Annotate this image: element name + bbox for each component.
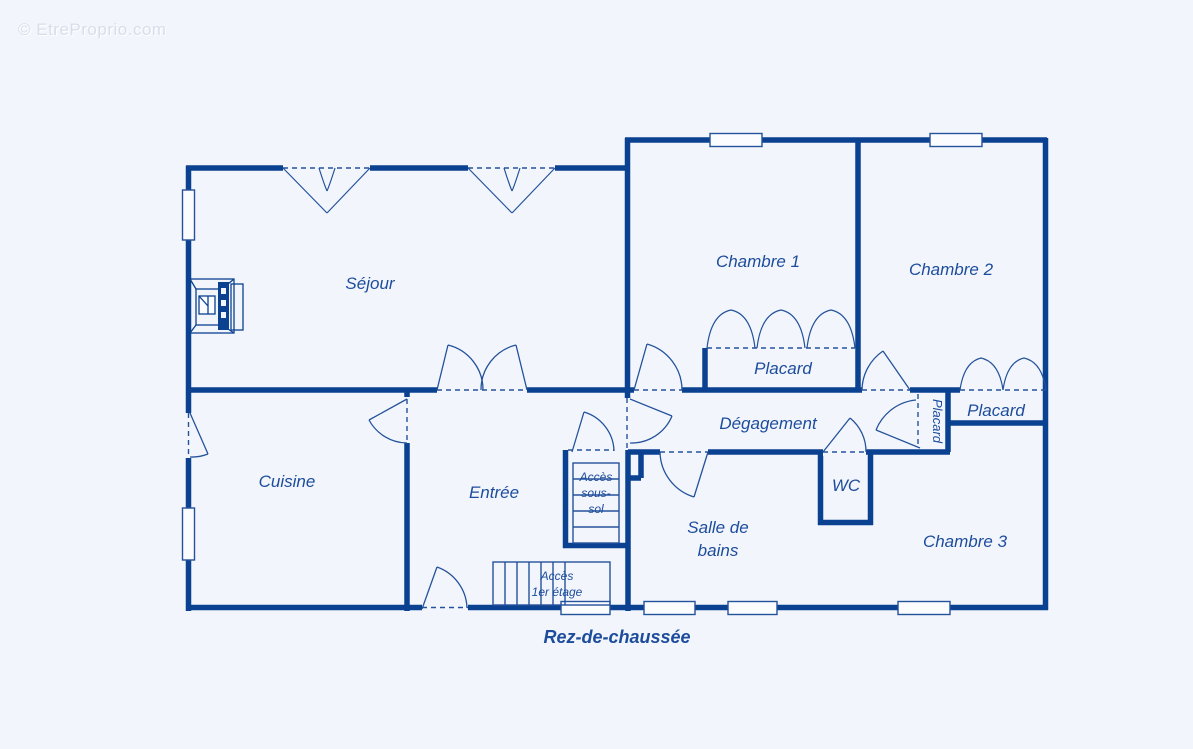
room-label-placard-chambre-2: Placard (967, 401, 1025, 420)
stairs-first-floor-label: Accès 1er étage (532, 569, 583, 599)
door-swing-cuisine (368, 398, 408, 444)
window (181, 189, 196, 241)
stairs-basement-line1: Accès (579, 470, 613, 484)
door-swing-stairs (571, 411, 615, 453)
door-swing-corridor (629, 398, 673, 444)
stairs-basement (572, 462, 620, 544)
room-label-chambre-1: Chambre 1 (716, 252, 800, 271)
door-swing-front (421, 566, 468, 610)
room-label-salle-de-bains-1: Salle de (687, 518, 748, 537)
opening (660, 448, 708, 456)
casement-window-2 (467, 167, 556, 214)
opening-dashes (187, 167, 1046, 609)
room-labels: Séjour Cuisine Entrée Chambre 1 Chambre … (259, 252, 1026, 647)
stairs-basement-box (572, 462, 620, 544)
folding-doors-placard1 (706, 309, 856, 349)
folding-doors-placard2 (959, 357, 1047, 391)
stairs-first-floor-line2: 1er étage (532, 585, 583, 599)
door-swing-sejour-right (480, 344, 528, 391)
room-label-entree: Entrée (469, 483, 519, 502)
opening (283, 164, 370, 172)
fireplace-icon (189, 278, 244, 334)
room-label-sejour: Séjour (345, 274, 395, 293)
watermark: © EtreProprio.com (18, 20, 167, 39)
stairs-first-floor-line1: Accès (540, 569, 574, 583)
door-swing-chambre2 (861, 350, 911, 391)
door-swing-chambre1 (633, 343, 683, 391)
casement-symbols (282, 167, 556, 214)
stairs-basement-label: Accès sous- sol (579, 470, 613, 516)
room-label-wc: WC (832, 476, 861, 495)
opening (862, 386, 910, 394)
window (727, 600, 778, 616)
room-label-degagement: Dégagement (719, 414, 818, 433)
fireplace-hearth-lines (198, 295, 209, 314)
window (929, 132, 983, 148)
fireplace-bevels (189, 278, 235, 334)
room-label-placard-chambre-1: Placard (754, 359, 812, 378)
stairs-first-floor-treads (504, 562, 566, 605)
fireplace-outer (189, 278, 235, 334)
opening (468, 164, 555, 172)
window (897, 600, 951, 616)
window (709, 132, 763, 148)
door-swing-left-ext (189, 412, 209, 458)
stairs-first-floor (492, 561, 611, 606)
window (560, 600, 611, 616)
fireplace-front (230, 283, 244, 331)
window (643, 600, 696, 616)
room-label-placard-degagement: Placard (930, 399, 945, 444)
stairs-basement-line2: sous- (581, 486, 610, 500)
door-swing-wc (822, 417, 867, 453)
room-label-cuisine: Cuisine (259, 472, 316, 491)
door-swings (189, 343, 921, 610)
room-label-salle-de-bains-2: bains (698, 541, 739, 560)
floor-title: Rez-de-chaussée (543, 627, 690, 647)
casement-window-1 (282, 167, 371, 214)
window (181, 507, 196, 561)
door-swing-sejour-left (436, 344, 484, 391)
stairs-basement-line3: sol (588, 502, 604, 516)
walls (185, 137, 1049, 611)
room-label-chambre-2: Chambre 2 (909, 260, 994, 279)
door-swing-sdb (659, 451, 709, 498)
fireplace-strip-dot (221, 288, 226, 294)
door-swing-placard-vertical (875, 399, 921, 449)
opening (634, 386, 682, 394)
stairs-first-floor-box (492, 561, 611, 606)
folding-door-symbols (706, 309, 1047, 391)
fireplace-strip-dot (221, 300, 226, 306)
stairs-basement-treads (573, 478, 619, 528)
fireplace-strip-dot (221, 312, 226, 318)
room-label-chambre-3: Chambre 3 (923, 532, 1008, 551)
